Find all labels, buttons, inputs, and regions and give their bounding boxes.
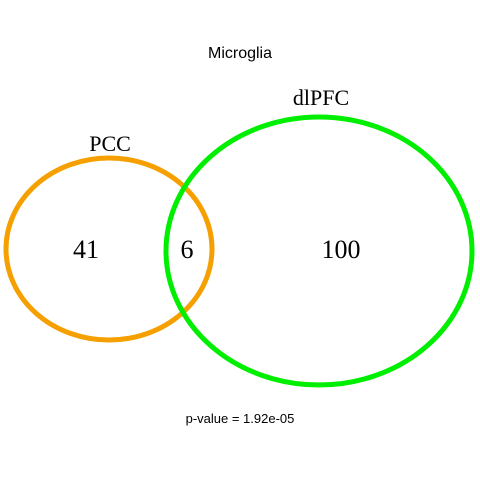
region-overlap-count: 6 (181, 235, 194, 264)
set-pcc-ellipse (3, 155, 215, 343)
set-dlpfc-label: dlPFC (293, 85, 349, 110)
set-dlpfc-ellipse (163, 114, 475, 388)
set-pcc-label: PCC (89, 131, 131, 156)
region-dlpfc-only-count: 100 (322, 235, 361, 264)
diagram-title: Microglia (208, 45, 272, 62)
region-pcc-only-count: 41 (73, 235, 99, 264)
p-value-footnote: p-value = 1.92e-05 (186, 411, 295, 426)
